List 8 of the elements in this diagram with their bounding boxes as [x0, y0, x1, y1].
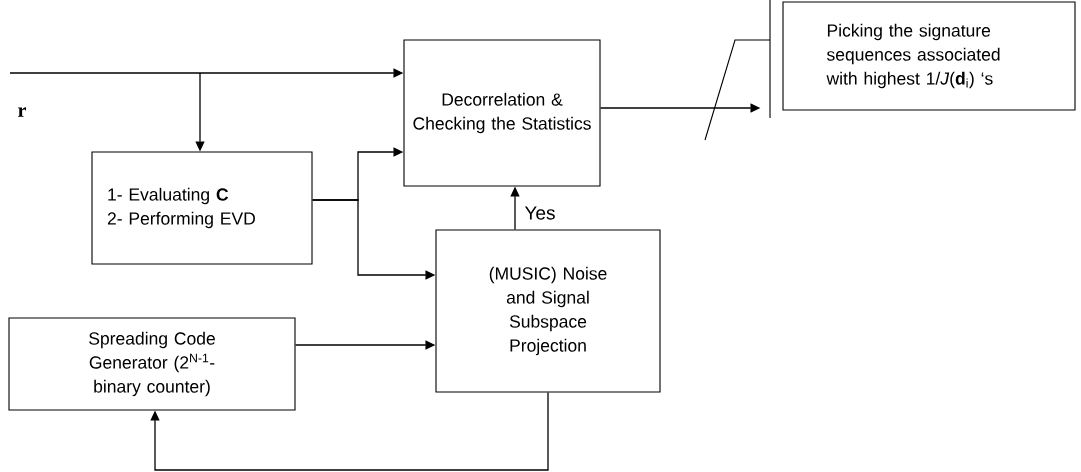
arrow [150, 391, 549, 471]
text-box: Picking the signature sequences associated with highest 1/J(d$_{i}$) ‘s [782, 1, 1076, 111]
process-box: Decorrelation & Checking the Statistics [403, 39, 601, 187]
process-box: (MUSIC) Noise and Signal Subspace Projection [435, 229, 661, 393]
signal-label: r [18, 107, 26, 117]
edge-label: Yes [523, 205, 557, 221]
process-box: 1- Evaluating C 2- Performing EVD [91, 151, 313, 265]
process-box: Spreading Code Generator (2$^{N-1}$-binary counter) [8, 317, 296, 411]
